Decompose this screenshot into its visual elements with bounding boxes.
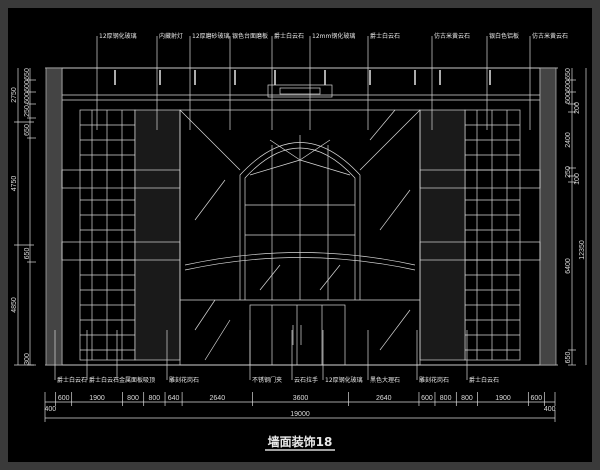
dimension-label: 650: [24, 68, 31, 80]
dimension-label: 6400: [565, 258, 572, 274]
dimension-label: 600: [421, 395, 433, 402]
dimension-label: 100: [574, 173, 581, 185]
bottom-callout-label: 黑色大理石: [370, 376, 400, 384]
dimension-label: 800: [127, 395, 139, 402]
dimension-label: 600: [24, 80, 31, 92]
dimension-label: 800: [461, 395, 473, 402]
dimension-label: 4750: [11, 176, 18, 192]
glass-reflection: [194, 179, 226, 221]
glass-reflection: [379, 309, 411, 351]
dimension-label: 650: [24, 124, 31, 136]
bottom-callout-label: 雕刻花岗石: [169, 376, 199, 384]
top-callout-label: 仿古米黄云石: [434, 32, 470, 40]
glass-reflection: [319, 264, 341, 291]
bottom-callout-label: 不锈钢门夹: [252, 376, 282, 384]
dimension-label: 4850: [11, 297, 18, 313]
top-callout-label: 爵士白云石: [370, 32, 400, 40]
bottom-callout-label: 爵士白云石: [469, 376, 499, 384]
arch-window: [239, 135, 361, 300]
top-callout-label: 爵士白云石: [274, 32, 304, 40]
bottom-callout-label: 爵士白云石: [89, 376, 119, 384]
dimension-label: 2640: [376, 395, 392, 402]
dimension-label: 400: [544, 406, 556, 413]
dimension-label: 800: [149, 395, 161, 402]
top-callout-label: 银色台面磨板: [232, 32, 268, 40]
glass-reflection: [259, 264, 281, 291]
dimension-label: 650: [24, 248, 31, 260]
dimension-label: 600: [565, 80, 572, 92]
dimension-label: 2400: [565, 132, 572, 148]
bottom-callout-label: 雕刻花岗石: [419, 376, 449, 384]
drawing-title: 墙面装饰18: [268, 434, 333, 449]
right-panel: [419, 109, 541, 361]
dimension-label: 640: [168, 395, 180, 402]
bottom-callout-label: 云石拉手: [294, 376, 318, 384]
top-callout-label: 12厚钢化玻璃: [99, 32, 137, 40]
dimension-label: 800: [440, 395, 452, 402]
dimension-label: 2640: [210, 395, 226, 402]
glass-reflection: [379, 189, 411, 231]
dimension-label: 1900: [495, 395, 511, 402]
dimension-label: 300: [24, 353, 31, 365]
bottom-callout-label: 爵士白云石: [57, 376, 87, 384]
dimension-label: 600: [530, 395, 542, 402]
dimension-label: 3600: [293, 395, 309, 402]
dimension-label: 2750: [11, 87, 18, 103]
dimension-label: 650: [565, 68, 572, 80]
bottom-callout-label: 金属面板吸顶: [119, 376, 155, 384]
total-height-label: 12350: [579, 240, 586, 260]
dimension-label: 200: [574, 102, 581, 114]
dimension-label: 600: [565, 92, 572, 104]
glass-reflection: [204, 319, 231, 361]
dimension-label: 1900: [89, 395, 105, 402]
glass-reflection: [369, 109, 396, 141]
glass-reflection: [194, 299, 216, 331]
top-callout-label: 12厚磨砂玻璃: [192, 32, 230, 40]
top-callout-label: 银白色铝板: [489, 32, 519, 40]
dimension-label: 400: [44, 406, 56, 413]
dimension-label: 650: [565, 352, 572, 364]
dimension-label: 250: [24, 105, 31, 117]
entrance-doors: [249, 304, 346, 366]
dimension-label: 600: [24, 92, 31, 104]
bottom-callout-label: 12厚钢化玻璃: [325, 376, 363, 384]
ceiling-lights: [114, 70, 491, 85]
total-width-label: 19000: [290, 411, 310, 418]
left-panel: [61, 109, 181, 361]
dimension-label: 600: [58, 395, 70, 402]
dimension-label: 250: [565, 166, 572, 178]
top-callout-label: 内藏射灯: [159, 32, 183, 40]
top-callout-label: 12mm钢化玻璃: [312, 32, 355, 40]
top-callout-label: 仿古米黄云石: [532, 32, 568, 40]
